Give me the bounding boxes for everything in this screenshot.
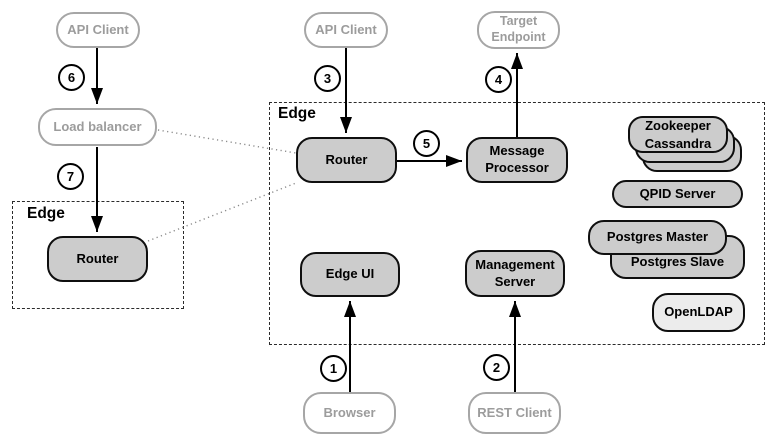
node-management-server: Management Server xyxy=(465,250,565,297)
node-api-client-center: API Client xyxy=(304,12,388,48)
step-badge-7: 7 xyxy=(57,163,84,190)
node-router-secondary: Router xyxy=(47,236,148,282)
node-openldap: OpenLDAP xyxy=(652,293,745,332)
node-zookeeper-cassandra: Zookeeper Cassandra xyxy=(628,116,728,153)
node-zookeeper-cassandra-stack: Zookeeper Cassandra xyxy=(628,116,742,173)
edge-secondary-zone-label: Edge xyxy=(27,205,65,222)
node-edge-ui: Edge UI xyxy=(300,252,400,297)
edge-main-zone-label: Edge xyxy=(278,105,316,122)
node-api-client-left: API Client xyxy=(56,12,140,48)
step-badge-3: 3 xyxy=(314,65,341,92)
node-browser: Browser xyxy=(303,392,396,434)
step-badge-2: 2 xyxy=(483,354,510,381)
node-rest-client: REST Client xyxy=(468,392,561,434)
node-router-main: Router xyxy=(296,137,397,183)
node-qpid-server: QPID Server xyxy=(612,180,743,208)
step-badge-4: 4 xyxy=(485,66,512,93)
edge-secondary-zone: Edge xyxy=(12,201,184,309)
node-target-endpoint: Target Endpoint xyxy=(477,11,560,49)
node-load-balancer: Load balancer xyxy=(38,108,157,146)
step-badge-6: 6 xyxy=(58,64,85,91)
step-badge-5: 5 xyxy=(413,130,440,157)
node-postgres-master: Postgres Master xyxy=(588,220,727,255)
node-message-processor: Message Processor xyxy=(466,137,568,183)
step-badge-1: 1 xyxy=(320,355,347,382)
